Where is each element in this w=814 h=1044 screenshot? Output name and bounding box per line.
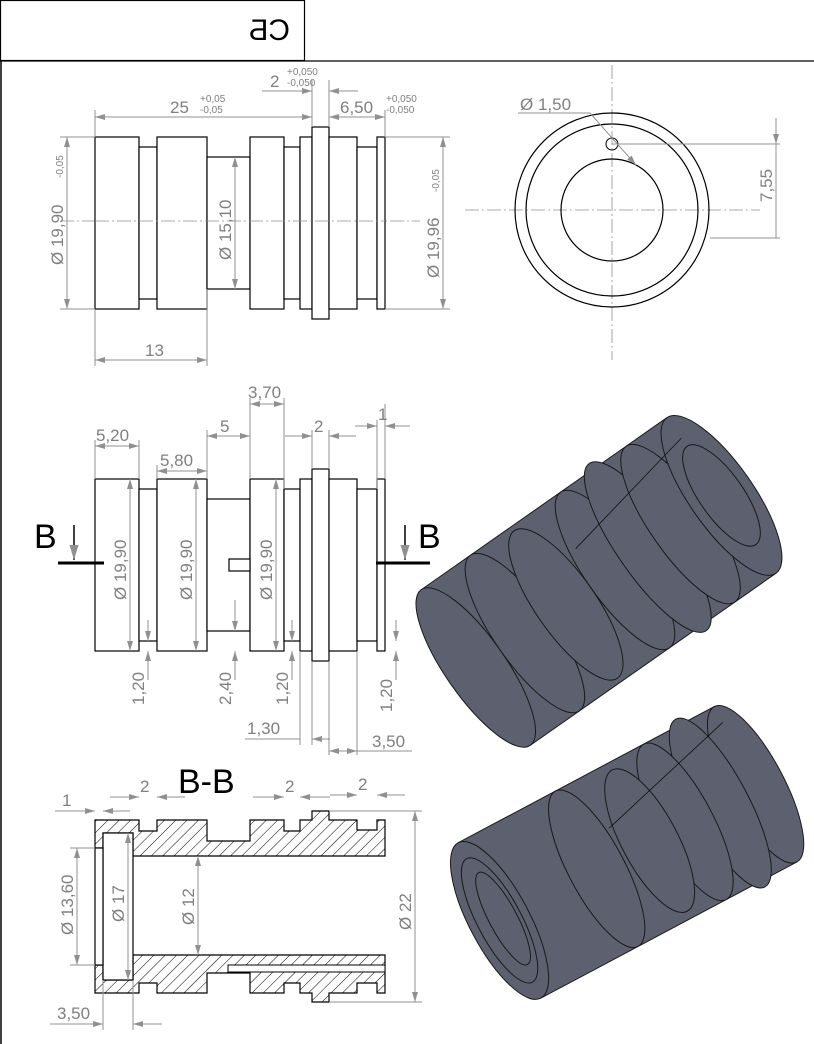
dim-length-25: 25 bbox=[170, 98, 189, 117]
dim-2-a: 2 bbox=[140, 777, 149, 796]
dim-1-20-b: 1,20 bbox=[273, 672, 292, 705]
dim-2: 2 bbox=[314, 417, 323, 436]
dim-7-55: 7,55 bbox=[757, 169, 776, 202]
front-view: 25 +0,05 -0,05 2 +0,050 -0,050 6,50 +0,0… bbox=[48, 67, 450, 366]
dim-3-70: 3,70 bbox=[248, 383, 281, 402]
dim-dia-19-90-c: Ø 19,90 bbox=[257, 540, 276, 601]
dim-1-30: 1,30 bbox=[247, 719, 280, 738]
dim-3-50: 3,50 bbox=[57, 1004, 90, 1023]
dim-2-c: 2 bbox=[358, 775, 367, 794]
dim-flange-2: 2 bbox=[270, 72, 279, 91]
tol-minus: -0,050 bbox=[287, 78, 316, 89]
tol: -0,05 bbox=[55, 155, 66, 178]
dim-dia-1-50: Ø 1,50 bbox=[520, 95, 571, 114]
tol-plus: +0,050 bbox=[287, 67, 318, 78]
title-block-code: СБ bbox=[249, 14, 290, 47]
dim-1: 1 bbox=[378, 405, 387, 424]
dim-dia-15-10: Ø 15,10 bbox=[216, 200, 235, 261]
dim-dia-17: Ø 17 bbox=[109, 885, 128, 922]
pin bbox=[228, 558, 251, 572]
dim-dia-19-90: Ø 19,90 bbox=[48, 205, 67, 266]
dim-1: 1 bbox=[62, 791, 71, 810]
dim-1-20-c: 1,20 bbox=[377, 679, 396, 712]
dim-dia-13-60: Ø 13,60 bbox=[58, 875, 77, 936]
dim-dia-19-90-b: Ø 19,90 bbox=[177, 540, 196, 601]
dim-2-40: 2,40 bbox=[216, 672, 235, 705]
dim-dia-22: Ø 22 bbox=[396, 893, 415, 930]
section-mark-left: B bbox=[34, 518, 57, 556]
dim-1-20-a: 1,20 bbox=[129, 672, 148, 705]
tol-minus: -0,05 bbox=[200, 105, 223, 116]
side-view: B B 5,20 5,80 5 3,70 2 1 Ø 19,90 Ø 19,90… bbox=[34, 383, 441, 755]
dim-dia-19-90-a: Ø 19,90 bbox=[111, 540, 130, 601]
dim-3-50: 3,50 bbox=[372, 732, 405, 751]
end-view: 7,55 Ø 1,50 bbox=[465, 65, 780, 360]
isometric-render-bottom bbox=[449, 704, 805, 1000]
tol-minus: -0,050 bbox=[386, 105, 415, 116]
isometric-render-top bbox=[415, 414, 783, 748]
section-view: B-B 1 2 2 2 Ø 13,60 Ø 17 Ø 12 Ø 22 3,50 bbox=[50, 763, 422, 1030]
dim-dia-12: Ø 12 bbox=[179, 888, 198, 925]
dim-13: 13 bbox=[145, 341, 164, 360]
tol-plus: +0,05 bbox=[200, 94, 226, 105]
tol-plus: +0,050 bbox=[386, 94, 417, 105]
dim-dia-19-96: Ø 19,96 bbox=[424, 218, 443, 279]
dim-5-20: 5,20 bbox=[96, 426, 129, 445]
section-title: B-B bbox=[178, 763, 235, 801]
section-mark-right: B bbox=[418, 518, 441, 556]
dim-2-b: 2 bbox=[285, 777, 294, 796]
dim-5: 5 bbox=[220, 417, 229, 436]
dim-5-80: 5,80 bbox=[160, 451, 193, 470]
dim-6-50: 6,50 bbox=[340, 98, 373, 117]
tol: -0,05 bbox=[431, 169, 442, 192]
